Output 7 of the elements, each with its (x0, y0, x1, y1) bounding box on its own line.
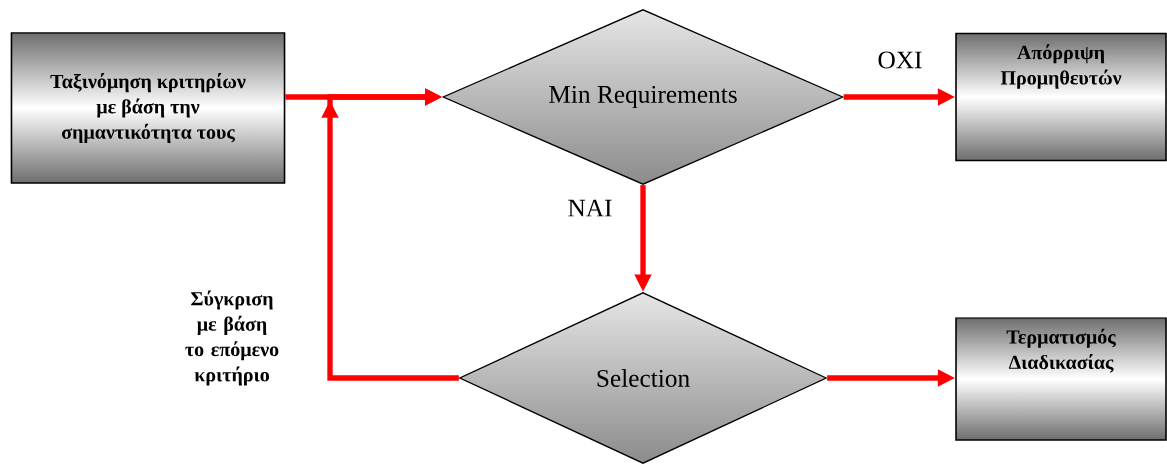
arrow (321, 88, 459, 381)
process-box: Απόρριψη Προμηθευτών (955, 32, 1167, 162)
edge-label: ΝΑΙ (566, 198, 614, 218)
process-box: Τερματισμός Διαδικασίας (955, 317, 1167, 441)
process-box: Ταξινόμηση κριτηρίων με βάση την σημαντικότητα τους (10, 32, 286, 184)
edge-label: Σύγκριση με βάση το επόμενο κριτήριο (160, 289, 304, 387)
edge-label: ΟΧΙ (876, 50, 924, 70)
